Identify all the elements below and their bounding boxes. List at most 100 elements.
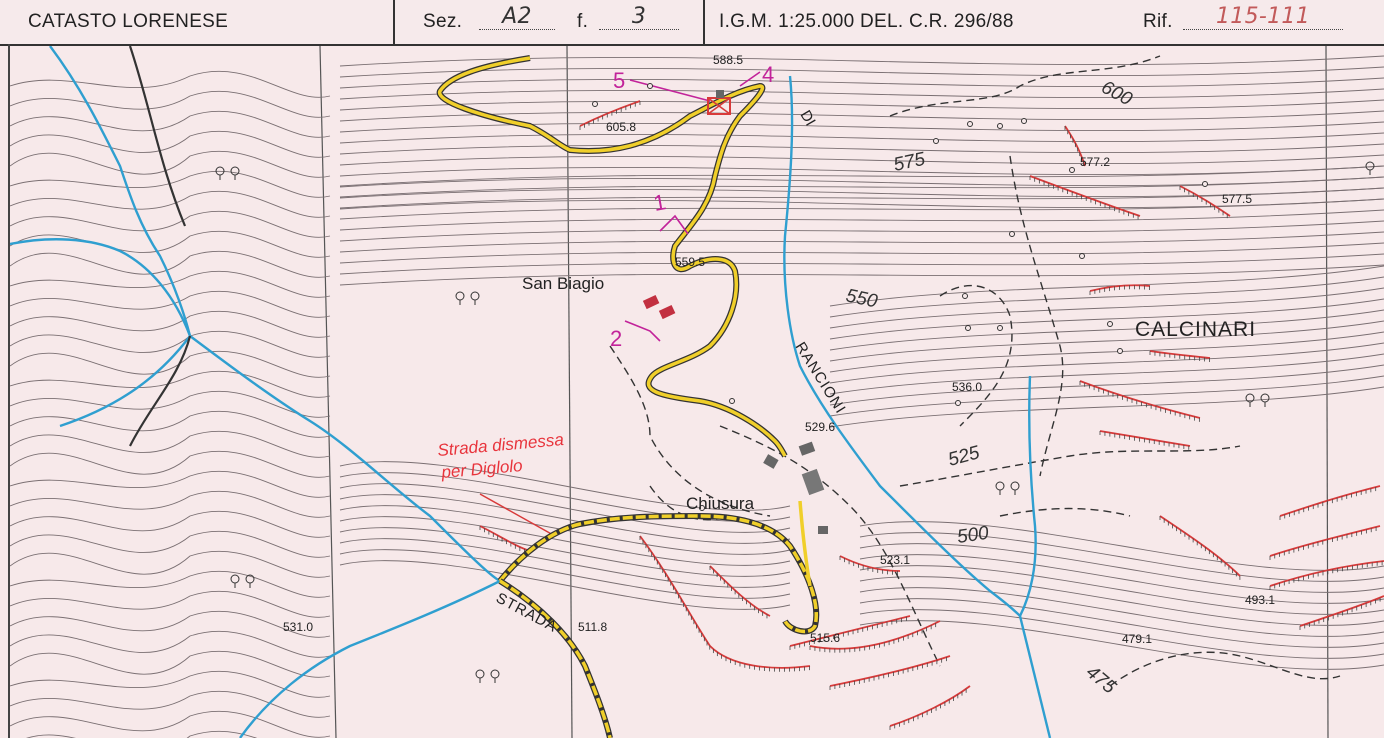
tree-icon [1260, 393, 1270, 403]
contour-line [10, 170, 331, 198]
contour-label-600: 600 [1098, 77, 1136, 111]
river-left-branch [10, 238, 192, 337]
header-sheet-cell: Sez. A2 f. 3 [395, 0, 705, 44]
scarp [1269, 525, 1381, 557]
contour-line [339, 176, 1384, 188]
river-rancioni [783, 75, 1021, 617]
contour-line [339, 264, 1384, 286]
contour-line [339, 121, 1384, 133]
tree-icon [470, 291, 480, 301]
survey-point [997, 325, 1003, 331]
contour-line [859, 565, 1384, 615]
contour-line [26, 730, 258, 738]
contour-line [10, 550, 331, 578]
contour-line [339, 99, 1384, 111]
contour-line [859, 543, 1384, 593]
river-main [189, 335, 501, 583]
photo-marker-lines [624, 71, 761, 342]
f-label: f. [577, 11, 589, 32]
contour-line [829, 309, 1384, 351]
header-title-cell: CATASTO LORENESE [0, 0, 395, 44]
elev-577-5: 577.5 [1222, 192, 1252, 206]
igm-label: I.G.M. 1:25.000 DEL. C.R. 296/88 [719, 11, 1014, 32]
contour-line [829, 375, 1384, 417]
contour-line [859, 587, 1384, 637]
survey-point [647, 83, 653, 89]
contour-line [10, 690, 331, 718]
sez-label: Sez. [423, 11, 463, 32]
contour-line [10, 190, 331, 218]
contour-line [10, 590, 331, 618]
survey-point [729, 398, 735, 404]
elev-511-8: 511.8 [578, 620, 607, 634]
contour-line [829, 276, 1384, 318]
contour-line [829, 364, 1384, 406]
contour-line [10, 350, 331, 378]
red-scarps [479, 100, 1384, 730]
building [642, 294, 660, 310]
contour-label-575: 575 [892, 149, 928, 176]
contour-line [339, 560, 791, 610]
survey-point [1202, 181, 1208, 187]
contour-line [339, 143, 1384, 155]
roads [436, 55, 820, 738]
map-grid [319, 46, 1329, 738]
contour-line [339, 209, 1384, 231]
tree-icon [475, 669, 485, 679]
contour-line [829, 342, 1384, 384]
building [801, 468, 825, 496]
label-di: DI [797, 108, 819, 129]
map-frame-left [8, 44, 10, 738]
contour-line [339, 461, 791, 511]
sez-value: A2 [479, 4, 555, 30]
contour-line [859, 576, 1384, 626]
contour-line [339, 527, 791, 577]
survey-point [699, 505, 705, 511]
contour-line [339, 132, 1384, 144]
contour-line [339, 110, 1384, 122]
survey-points [592, 83, 1208, 511]
scarp [1269, 560, 1384, 587]
tree-icon [1365, 161, 1375, 171]
contour-line [10, 450, 331, 478]
contour-line [10, 270, 331, 298]
scarp [579, 100, 641, 127]
elev-523-1: 523.1 [880, 553, 910, 567]
elevation-labels: 588.5 605.8 577.2 577.5 559.5 536.0 529.… [283, 53, 1275, 646]
photo-point-5: 5 [613, 68, 625, 93]
scarp [639, 535, 811, 669]
label-san-biagio: San Biagio [522, 274, 604, 293]
contour-line [339, 494, 791, 544]
contour-line [10, 70, 331, 98]
header-igm-cell: I.G.M. 1:25.000 DEL. C.R. 296/88 Rif. 11… [705, 0, 1384, 44]
contour-line [829, 331, 1384, 373]
contour-line [339, 242, 1384, 264]
survey-point [592, 101, 598, 107]
contour-line [339, 176, 1384, 198]
river-upper-left [49, 46, 192, 337]
contour-line [339, 187, 1384, 199]
scarp [479, 525, 531, 552]
contour-line [10, 530, 331, 558]
scarp [1159, 515, 1241, 577]
tree-icon [455, 291, 465, 301]
contour-line [859, 521, 1384, 571]
contour-line [339, 55, 1384, 67]
contour-line [10, 370, 331, 398]
river-lower [239, 579, 501, 738]
survey-point [1107, 321, 1113, 327]
scarp [829, 655, 951, 687]
contour-line [339, 538, 791, 588]
topographic-map: San Biagio CALCINARI Chiusura RANCIONI D… [10, 46, 1384, 738]
river-east [1018, 375, 1037, 617]
survey-point [967, 121, 973, 127]
contour-line [859, 620, 1384, 670]
building [818, 526, 828, 534]
road-strada-south [499, 579, 612, 738]
contour-line [339, 516, 791, 566]
contour-line [339, 154, 1384, 166]
contour-line [10, 130, 331, 158]
contour-line [859, 554, 1384, 604]
scarp [709, 565, 771, 617]
map-canvas: San Biagio CALCINARI Chiusura RANCIONI D… [10, 46, 1384, 738]
